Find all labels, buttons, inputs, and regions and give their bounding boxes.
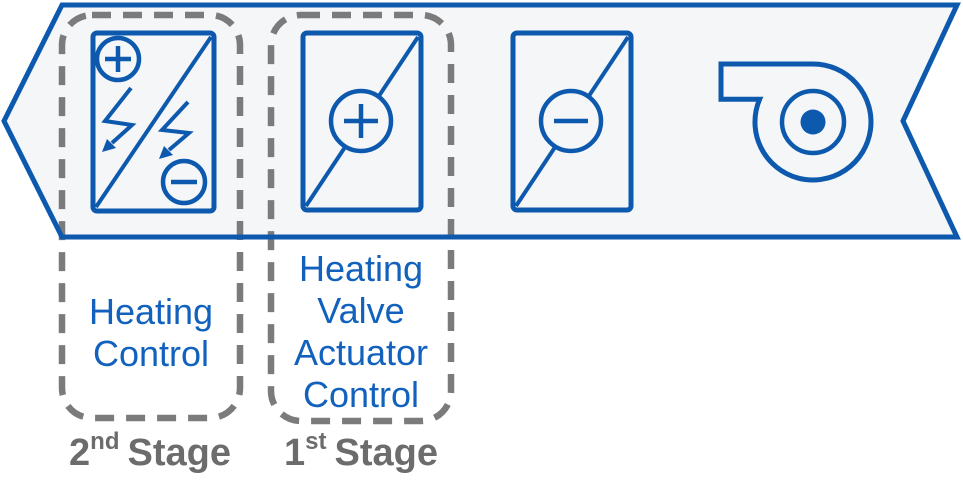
stage-2-ordinal: nd — [90, 428, 120, 456]
cooling-coil-icon — [510, 30, 634, 213]
fan-scroll — [718, 61, 874, 183]
stage-1-ordinal: st — [305, 428, 327, 456]
fan-inlet-ring — [779, 88, 847, 156]
stage1-group-outline — [267, 11, 455, 425]
lightning-arrowhead-icon — [159, 146, 173, 159]
coil-frame — [510, 30, 634, 213]
coil-diagonal — [94, 35, 213, 209]
valve-actuator-control-label: Heating Valve Actuator Control — [293, 248, 429, 415]
stage-2-word: Stage — [127, 432, 231, 474]
supply-fan-icon — [718, 61, 874, 183]
heating-control-label: Heating Control — [88, 291, 214, 374]
coil-frame — [90, 30, 217, 214]
stage-1-number: 1 — [284, 432, 306, 474]
electric-heating-coil-icon — [90, 30, 217, 214]
heating-coil-icon — [300, 30, 424, 213]
coil-frame — [300, 30, 424, 213]
lightning-arrow-icon — [101, 86, 137, 145]
fan-hub-dot — [800, 109, 826, 135]
airflow-duct-arrow-outline — [1, 2, 961, 240]
lightning-arrow-icon — [157, 100, 194, 152]
stage-1-word: Stage — [334, 432, 438, 474]
stage-2-number: 2 — [69, 432, 91, 474]
lightning-arrowhead-icon — [102, 139, 116, 152]
